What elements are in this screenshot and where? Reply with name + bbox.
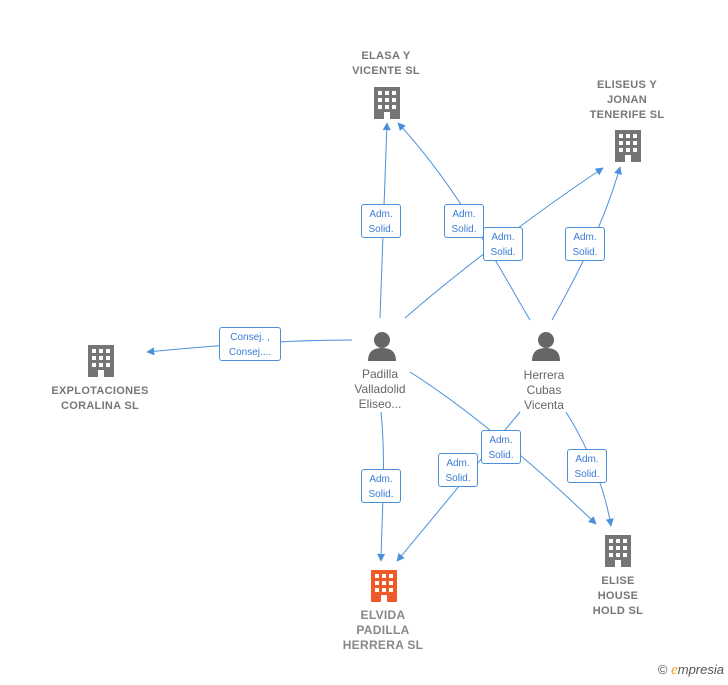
edge-label-padilla-elasa[interactable]: Adm. Solid. — [361, 204, 401, 238]
person-padilla-label[interactable]: Padilla Valladolid Eliseo... — [310, 367, 450, 412]
person-name-line: Herrera — [523, 368, 565, 382]
edge-label-line: Solid. — [572, 247, 598, 258]
company-elise-label[interactable]: ELISE HOUSE HOLD SL — [548, 574, 688, 619]
edge-label-padilla-eliseus[interactable]: Adm. Solid. — [483, 227, 523, 261]
company-name-line: ELVIDA — [360, 608, 406, 622]
brand-name: mpresia — [677, 662, 724, 677]
edge-label-line: Solid. — [445, 473, 471, 484]
building-icon[interactable] — [88, 345, 114, 377]
edge-label-line: Adm. — [489, 435, 513, 446]
edge-label-line: Adm. — [369, 474, 393, 485]
building-icon-main[interactable] — [371, 570, 397, 602]
edge-label-line: Solid. — [490, 247, 516, 258]
edge-label-line: Adm. — [491, 232, 515, 243]
building-icon[interactable] — [374, 87, 400, 119]
edge-label-herrera-eliseus[interactable]: Adm. Solid. — [565, 227, 605, 261]
edge-label-line: Solid. — [574, 469, 600, 480]
person-herrera-label[interactable]: Herrera Cubas Vicenta — [474, 368, 614, 413]
building-icon[interactable] — [615, 130, 641, 162]
copyright-symbol: © — [657, 662, 668, 677]
edge-label-line: Adm. — [575, 454, 599, 465]
person-name-line: Vicenta — [524, 398, 564, 412]
company-name-line: CORALINA SL — [60, 400, 140, 412]
company-elasa-label[interactable]: ELASA Y VICENTE SL — [316, 49, 456, 79]
company-name-line: JONAN — [606, 94, 647, 106]
company-name-line: ELASA Y — [361, 50, 411, 62]
edge-label-padilla-elise[interactable]: Adm. Solid. — [481, 430, 521, 464]
company-explotaciones-label[interactable]: EXPLOTACIONES CORALINA SL — [30, 384, 170, 414]
building-icon[interactable] — [605, 535, 631, 567]
person-icon[interactable] — [368, 332, 396, 361]
company-name-line: HOLD SL — [592, 605, 644, 617]
edge-label-line: Adm. — [446, 458, 470, 469]
company-name-line: VICENTE SL — [352, 65, 420, 77]
edge-label-line: Adm. — [369, 209, 393, 220]
edge-label-line: Adm. — [573, 232, 597, 243]
edge-label-line: Consej.... — [228, 347, 272, 358]
empresia-watermark: © empresia — [658, 662, 724, 679]
edge-label-line: Solid. — [368, 489, 394, 500]
edge-label-herrera-elise[interactable]: Adm. Solid. — [567, 449, 607, 483]
edge-label-padilla-explotaciones[interactable]: Consej. , Consej.... — [219, 327, 281, 361]
edge-label-herrera-elvida[interactable]: Adm. Solid. — [438, 453, 478, 487]
person-name-line: Valladolid — [354, 382, 406, 396]
company-name-line: HOUSE — [597, 590, 639, 602]
edge-label-padilla-elvida[interactable]: Adm. Solid. — [361, 469, 401, 503]
edge-label-line: Solid. — [451, 224, 477, 235]
company-name-line: ELISEUS Y — [597, 79, 657, 91]
edge-label-line: Consej. , — [230, 332, 270, 343]
person-icon[interactable] — [532, 332, 560, 361]
company-name-line: PADILLA — [356, 623, 410, 637]
company-name-line: HERRERA SL — [342, 638, 424, 652]
company-elvida-label[interactable]: ELVIDA PADILLA HERRERA SL — [313, 608, 453, 653]
company-name-line: EXPLOTACIONES — [51, 385, 149, 397]
edge-label-line: Adm. — [452, 209, 476, 220]
company-name-line: ELISE — [601, 575, 635, 587]
person-name-line: Eliseo... — [358, 397, 402, 411]
edge-label-line: Solid. — [368, 224, 394, 235]
company-name-line: TENERIFE SL — [589, 109, 665, 121]
edge-label-line: Solid. — [488, 450, 514, 461]
company-eliseus-label[interactable]: ELISEUS Y JONAN TENERIFE SL — [557, 78, 697, 123]
edge-label-herrera-elasa[interactable]: Adm. Solid. — [444, 204, 484, 238]
person-name-line: Padilla — [361, 367, 399, 381]
brand-initial: e — [671, 662, 678, 678]
person-name-line: Cubas — [526, 383, 562, 397]
